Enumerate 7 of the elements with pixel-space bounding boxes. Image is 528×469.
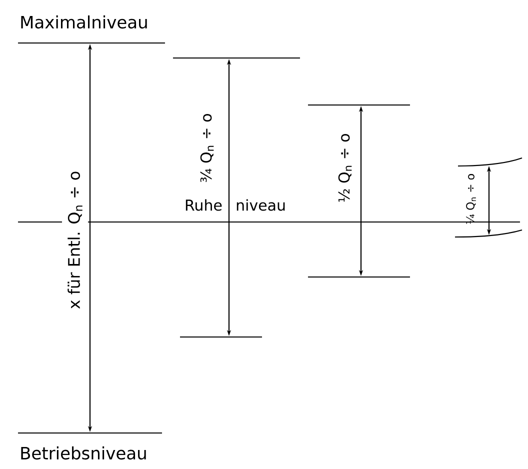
dimension-label: ½ Q$_{n}$ ÷ o [338,134,352,202]
dimension-label: x für Entl. Q$_{n}$ ÷ o [68,172,82,309]
level-label: Betriebsniveau [21,446,146,460]
level-label: Ruhe [186,199,222,211]
dimension-label: ¾ Q$_{n}$ ÷ o [200,114,214,182]
level-label: niveau [236,199,285,211]
level-label: Maximalniveau [21,15,147,29]
